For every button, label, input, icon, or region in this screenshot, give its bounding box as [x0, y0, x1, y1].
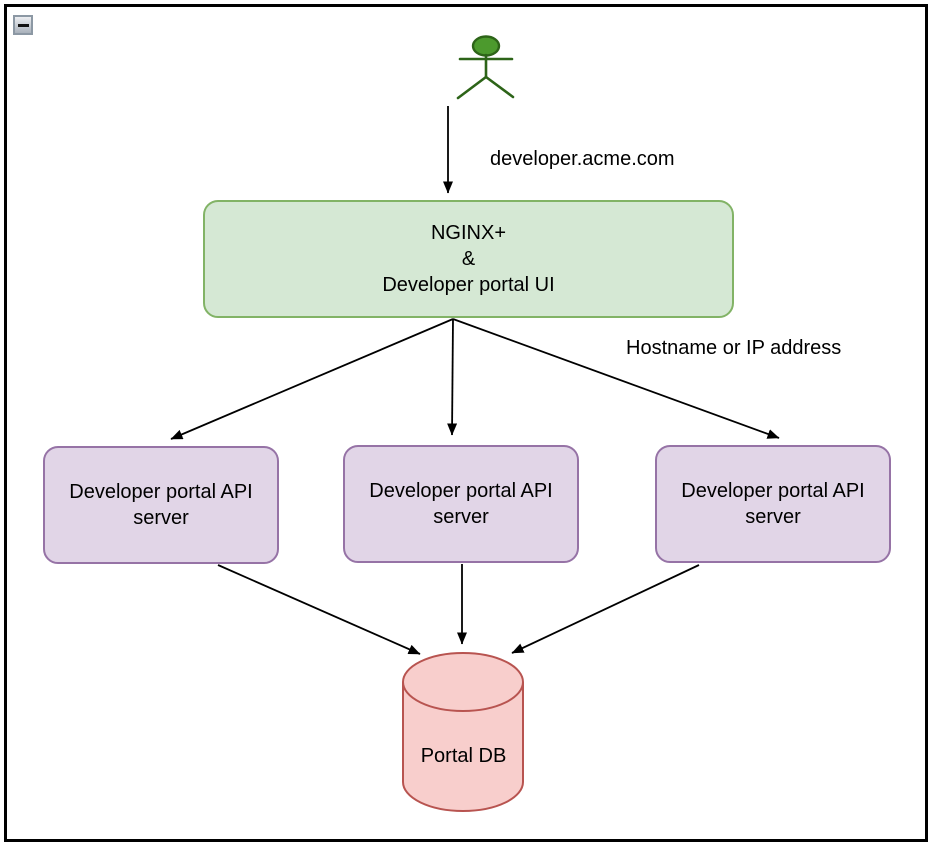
database-cylinder-body [402, 682, 524, 812]
gateway-label-line2: & [461, 248, 476, 270]
database-node[interactable] [402, 652, 524, 812]
database-label: Portal DB [420, 745, 507, 767]
api-server-label: Developer portal API server [369, 480, 553, 528]
api-server-node-3[interactable]: Developer portal API server [655, 445, 891, 563]
edge-gateway-to-server-2 [447, 318, 458, 436]
routing-label: Hostname or IP address [626, 337, 842, 359]
collapse-group-button[interactable] [13, 15, 33, 35]
api-server-label: Developer portal API server [69, 481, 253, 529]
edge-server-3-to-db [511, 564, 700, 654]
actor-left-leg [456, 75, 488, 100]
edge-server-1-to-db [217, 564, 421, 655]
edge-gateway-to-server-3 [452, 318, 780, 439]
api-server-label: Developer portal API server [681, 480, 865, 528]
request-host-label: developer.acme.com [490, 148, 675, 170]
minus-icon [17, 23, 29, 27]
gateway-node[interactable]: NGINX+ & Developer portal UI [203, 200, 734, 318]
database-cylinder-top [402, 652, 524, 712]
actor-right-leg [484, 75, 515, 99]
edge-gateway-to-server-1 [170, 318, 454, 440]
api-server-node-1[interactable]: Developer portal API server [43, 446, 279, 564]
actor-head [471, 35, 501, 57]
api-server-node-2[interactable]: Developer portal API server [343, 445, 579, 563]
gateway-label-line3: Developer portal UI [382, 274, 555, 296]
user-actor-icon[interactable] [456, 35, 515, 100]
gateway-label-line1: NGINX+ [430, 222, 507, 244]
